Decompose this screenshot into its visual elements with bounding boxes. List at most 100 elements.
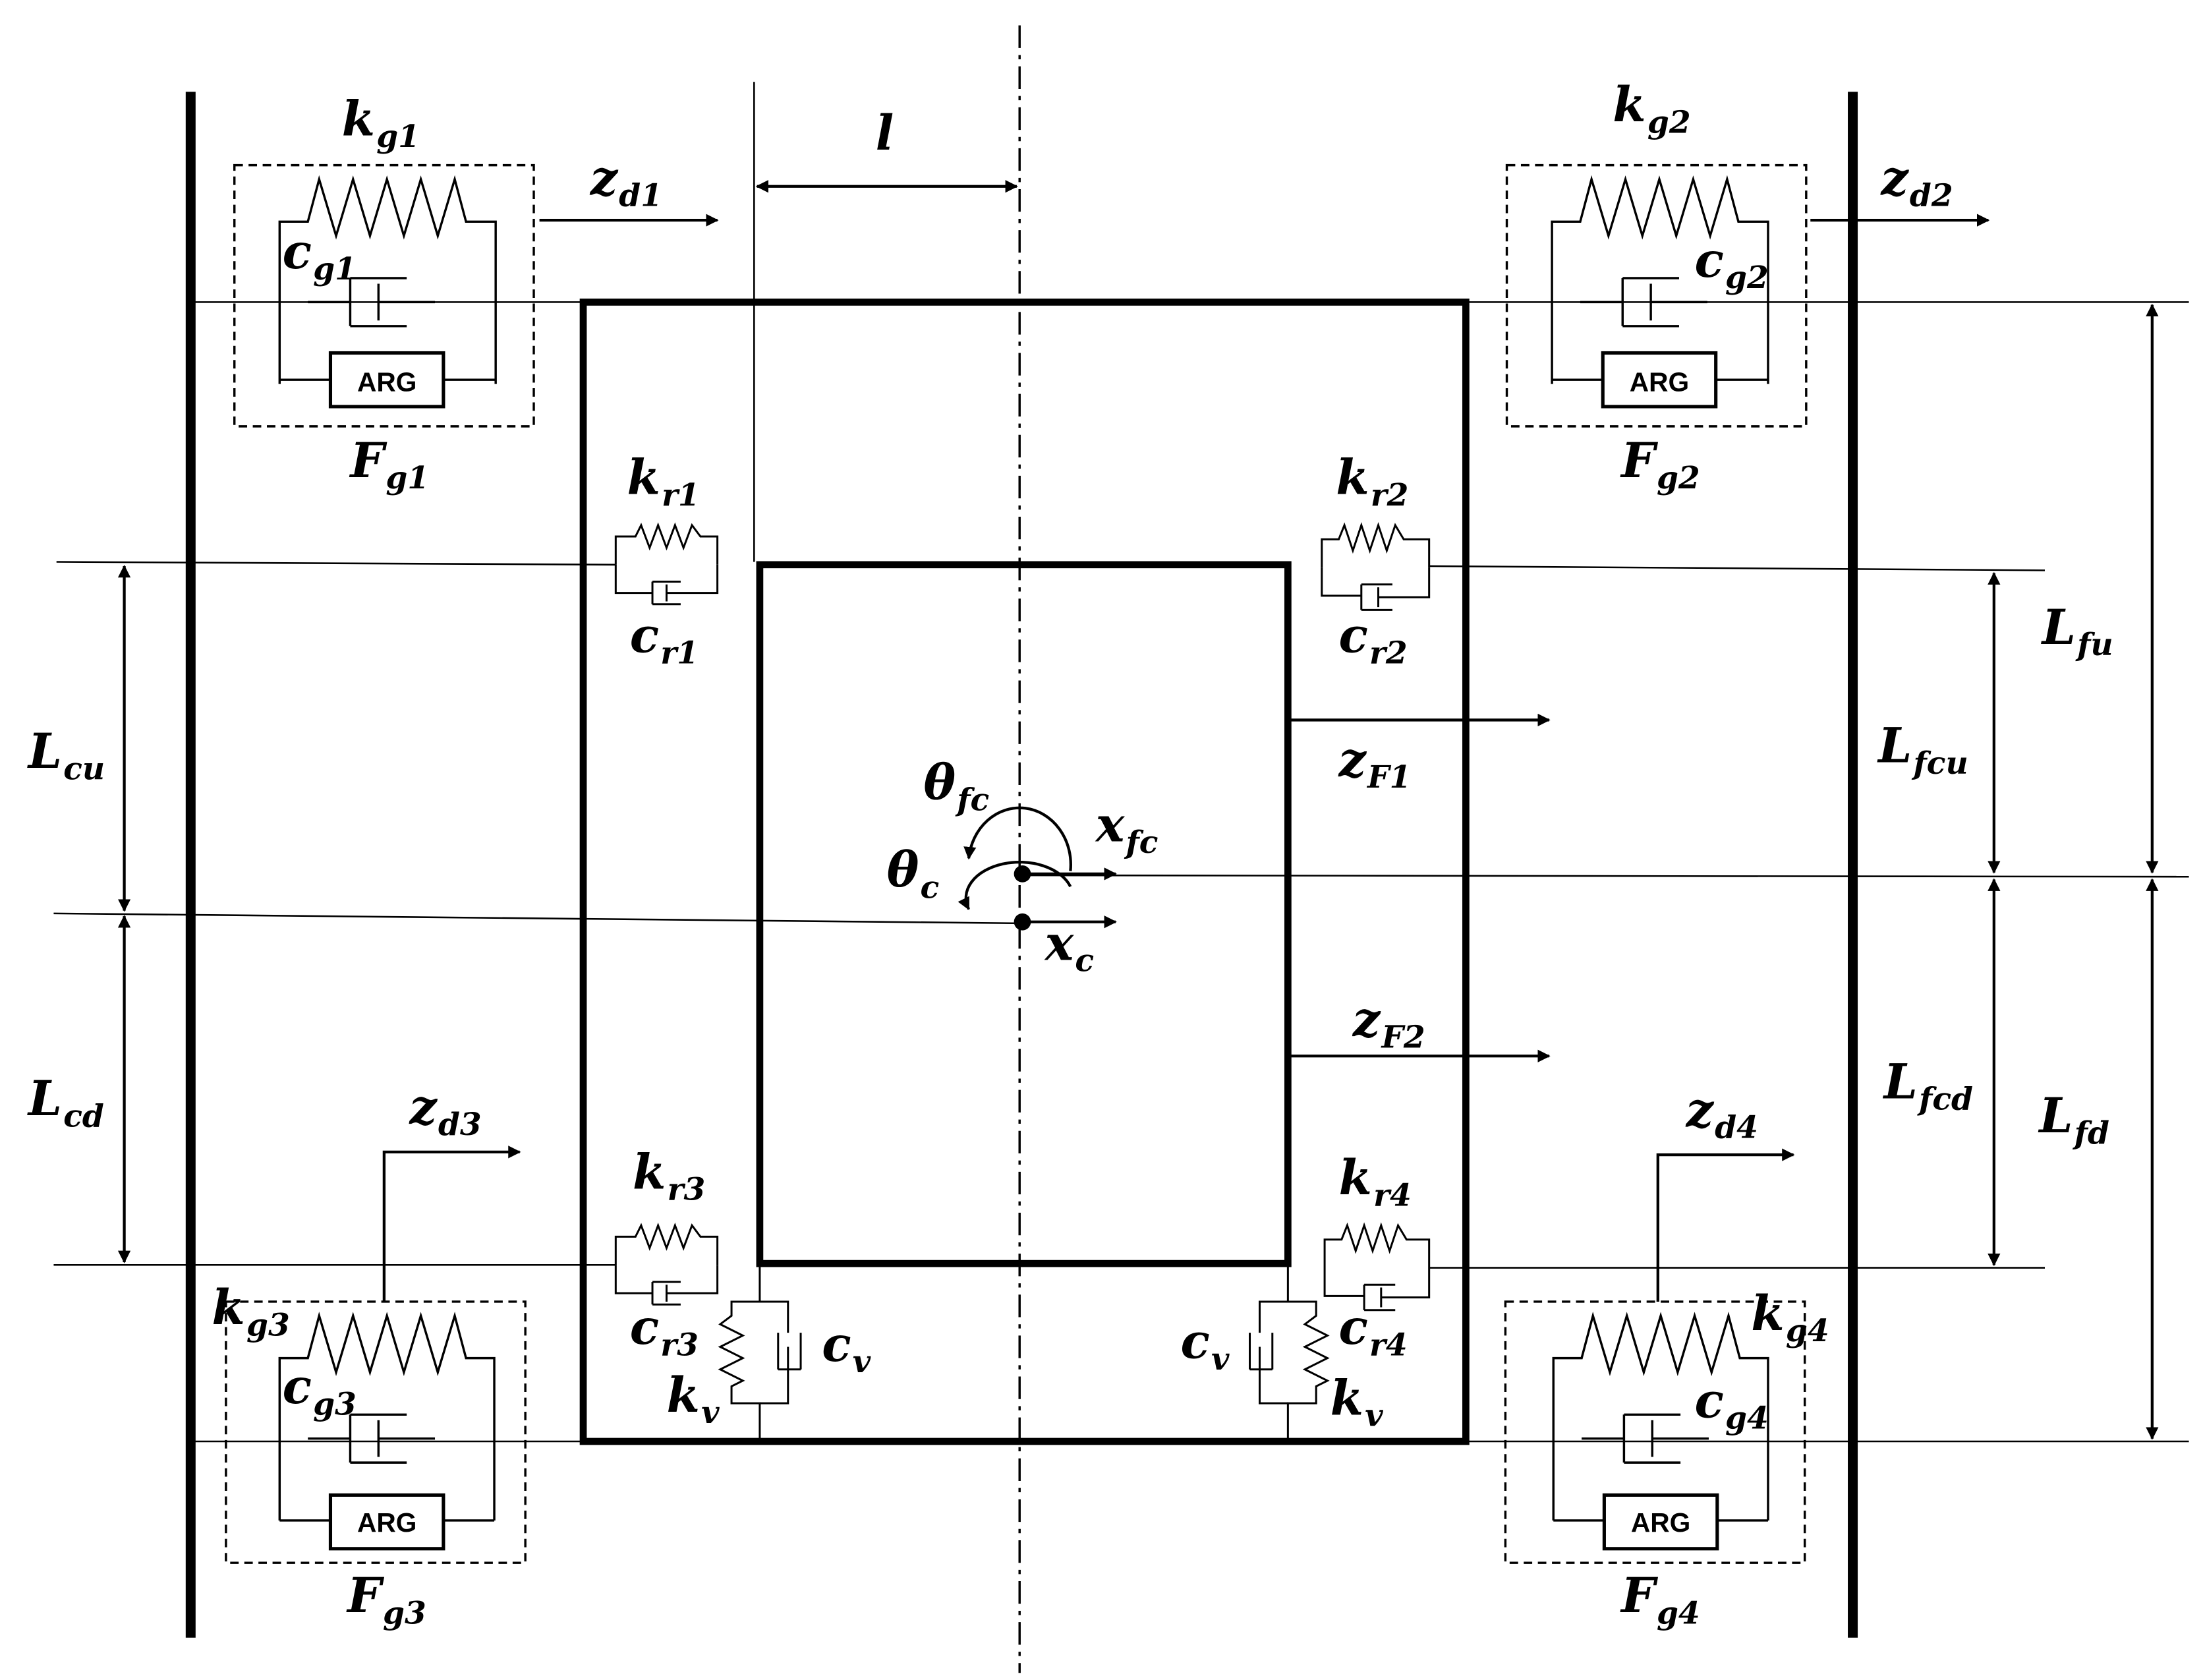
guide-shoe-g3: ARG: [225, 1300, 527, 1564]
label-c-r2-subscript: r2: [1369, 635, 1408, 672]
label-F-g4-main: F: [1620, 1568, 1658, 1624]
theta-fc-rotation-arrow: [963, 806, 1072, 871]
label-z-d1: zd1: [589, 151, 662, 214]
label-x-fc-main: x: [1095, 797, 1126, 854]
damper: [614, 1265, 719, 1306]
damper: [1580, 277, 1707, 328]
damper: [308, 1413, 436, 1464]
label-z-d2: zd2: [1879, 151, 1953, 214]
label-L-cd: Lcd: [27, 1071, 104, 1134]
label-z-d4-main: z: [1685, 1082, 1715, 1138]
label-k-g4-main: k: [1751, 1286, 1784, 1342]
arg-label: ARG: [1631, 1507, 1690, 1538]
label-x-c-main: x: [1044, 916, 1075, 972]
label-k-r3-subscript: r3: [668, 1172, 706, 1208]
label-c-g1: cg1: [283, 224, 357, 287]
label-F-g3-main: F: [346, 1568, 384, 1624]
arg-box: [328, 351, 445, 409]
label-k-v-left-subscript: v: [701, 1395, 720, 1431]
damper: [1321, 567, 1431, 611]
rail-spring-damper-r2: [1321, 522, 1431, 611]
label-L-cu-subscript: cu: [63, 751, 105, 787]
dashed-box: [225, 1300, 527, 1564]
label-c-v-right: cv: [1181, 1314, 1230, 1377]
label-F-g2: Fg2: [1620, 433, 1700, 496]
label-k-g3-subscript: g3: [246, 1307, 290, 1343]
label-theta-c-main: θ: [887, 842, 919, 898]
label-c-g2-subscript: g2: [1725, 260, 1769, 296]
ref-line-car-center: [53, 912, 1020, 925]
damper: [614, 564, 719, 606]
arg-box: [1601, 351, 1718, 409]
label-c-r3-subscript: r3: [660, 1327, 699, 1363]
arg-label: ARG: [357, 366, 416, 397]
label-F-g2-main: F: [1620, 433, 1658, 489]
label-k-r3-main: k: [633, 1145, 666, 1201]
theta-c-rotation-arrow: [958, 861, 1072, 911]
damper: [759, 1300, 802, 1405]
label-z-d4: zd4: [1685, 1082, 1758, 1145]
label-L-cu-main: L: [27, 724, 62, 780]
label-c-g3-main: c: [283, 1359, 312, 1415]
label-L-fcd-subscript: fcd: [1917, 1082, 1973, 1118]
damper: [1323, 1267, 1431, 1312]
spring-zigzag: [278, 1312, 496, 1521]
dashed-box: [1505, 163, 1808, 428]
label-x-c-subscript: c: [1075, 943, 1094, 979]
zd4-arrow: [1656, 1148, 1795, 1302]
label-theta-fc-main: θ: [923, 755, 956, 811]
label-k-r4-main: k: [1339, 1150, 1372, 1206]
label-k-r2: kr2: [1336, 450, 1408, 513]
label-z-d2-main: z: [1879, 151, 1909, 207]
spring: [1286, 1265, 1330, 1441]
label-x-fc: xfc: [1095, 797, 1159, 861]
label-L-fu-main: L: [2041, 600, 2076, 656]
label-k-r1-subscript: r1: [662, 477, 700, 513]
label-k-v-right-main: k: [1330, 1370, 1363, 1426]
dashed-box: [1504, 1300, 1806, 1564]
spring-zigzag: [1552, 1312, 1769, 1521]
label-z-d3-main: z: [408, 1080, 438, 1136]
label-theta-fc-subscript: fc: [955, 782, 989, 819]
label-L-fu-subscript: fu: [2075, 627, 2113, 663]
label-L-fcd: Lfcd: [1883, 1055, 1973, 1118]
label-c-v-right-subscript: v: [1211, 1341, 1230, 1377]
label-z-d1-subscript: d1: [619, 178, 662, 214]
label-c-r2: cr2: [1339, 608, 1408, 672]
guide-shoe-g1: ARG: [233, 163, 535, 428]
label-k-r2-subscript: r2: [1371, 477, 1409, 513]
label-k-r2-main: k: [1336, 450, 1369, 506]
label-F-g1: Fg1: [349, 433, 429, 496]
label-L-fcu-subscript: fcu: [1911, 745, 1968, 782]
label-c-g2-main: c: [1695, 233, 1724, 289]
label-c-r4-main: c: [1339, 1300, 1368, 1356]
label-c-g3: cg3: [283, 1359, 357, 1422]
label-L-cu: Lcu: [27, 724, 105, 787]
label-z-F1-main: z: [1338, 732, 1367, 788]
label-x-c: xc: [1044, 916, 1094, 979]
damper: [308, 277, 436, 328]
damper: [1582, 1413, 1709, 1464]
label-z-d3-subscript: d3: [438, 1107, 482, 1143]
label-L-cd-main: L: [27, 1071, 62, 1127]
label-z-d4-subscript: d4: [1715, 1109, 1758, 1145]
label-k-g1-main: k: [342, 92, 375, 148]
label-k-g3: kg3: [212, 1280, 289, 1343]
guide-shoe-g2: ARG: [1505, 163, 1808, 428]
arg-label: ARG: [1630, 366, 1689, 397]
ref-line-frame-center: [1019, 874, 2189, 878]
label-k-r1: kr1: [627, 450, 699, 513]
label-k-r4-subscript: r4: [1373, 1177, 1412, 1213]
label-k-g1: kg1: [342, 92, 420, 155]
label-c-v-right-main: c: [1181, 1314, 1210, 1370]
arg-box: [1602, 1493, 1719, 1551]
damper: [1249, 1300, 1288, 1405]
rail-spring-damper-r4: [1323, 1222, 1431, 1312]
label-c-r1-subscript: r1: [660, 635, 699, 672]
label-k-v-left-main: k: [666, 1368, 699, 1424]
label-c-r4: cr4: [1339, 1300, 1408, 1363]
label-L-fcu-main: L: [1877, 718, 1912, 774]
label-F-g2-subscript: g2: [1657, 460, 1700, 496]
